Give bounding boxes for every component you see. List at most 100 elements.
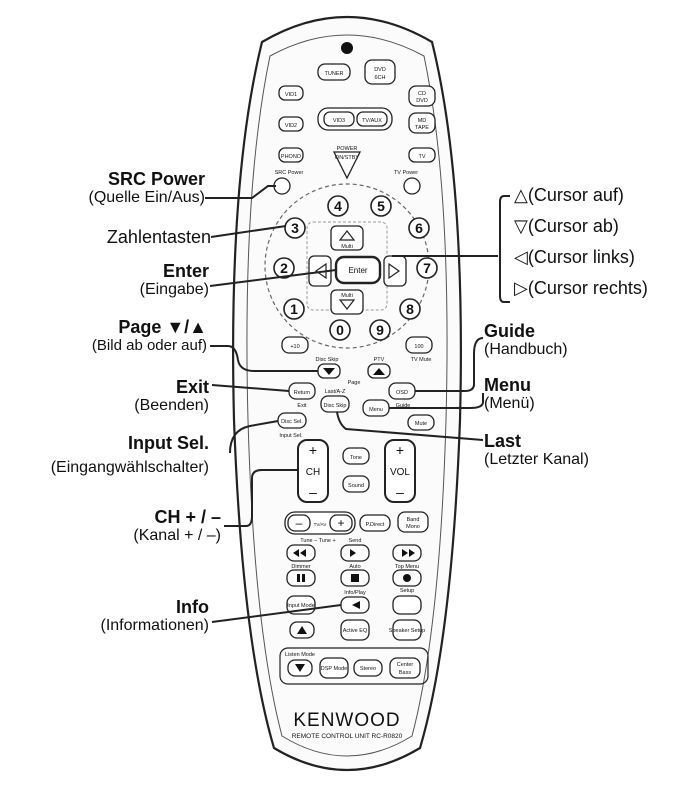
- ch-callout: CH + / – (Kanal + / –): [133, 508, 221, 544]
- plus10-button: [281, 336, 309, 354]
- exit-small-label: Exit: [297, 403, 307, 409]
- disc-sel-label: Disc Sel.: [281, 419, 303, 425]
- exit-callout: Exit (Beenden): [134, 378, 209, 414]
- number-label-4: 4: [334, 198, 342, 214]
- exit-leader: [211, 384, 290, 392]
- tone-label: Tone: [350, 455, 362, 461]
- tv-av-label: TV/AV: [314, 522, 327, 527]
- number-label-3: 3: [291, 220, 299, 236]
- vol-label: VOL: [390, 467, 410, 478]
- ch-minus-label: –: [309, 484, 317, 500]
- guide-subtitle: (Handbuch): [484, 341, 568, 358]
- dsp-mode-button: [319, 657, 349, 679]
- input-sel-small-label: Input Sel.: [279, 433, 303, 439]
- button-100: [405, 336, 433, 354]
- exit-title: Exit: [175, 377, 209, 397]
- tune-plus-label: +: [337, 516, 344, 530]
- cd-button: [408, 85, 436, 107]
- number-label-6: 6: [415, 220, 423, 236]
- page-title: Page ▼/▲: [118, 317, 207, 337]
- power-label: POWER: [337, 146, 358, 152]
- menu-subtitle: (Menü): [484, 395, 535, 412]
- tuner-label: TUNER: [325, 71, 344, 77]
- vol-minus-label: –: [396, 484, 404, 500]
- src-power-title: SRC Power: [107, 169, 205, 189]
- number-button-3: [284, 217, 306, 239]
- number-label-0: 0: [336, 322, 344, 338]
- last-title: Last: [484, 431, 522, 451]
- multi-up-label: Multi: [341, 244, 353, 250]
- menu-leader: [389, 393, 484, 409]
- cursor-down-callout: ▽(Cursor ab): [514, 216, 619, 236]
- power-button: [332, 151, 362, 180]
- tune-caption: Tune – Tune +: [300, 538, 335, 544]
- tv-power-button: [403, 177, 421, 195]
- md-label: MD: [418, 118, 427, 124]
- cursor-bracket: [499, 195, 510, 303]
- input-sel-subtitle: (Eingangwählschalter): [50, 459, 209, 476]
- vol-plus-label: +: [396, 442, 404, 458]
- info-play-label: Info/Play: [344, 590, 366, 596]
- cursor-right-button: [383, 255, 407, 287]
- menu-label: Menu: [369, 407, 383, 413]
- dvd-label: DVD: [374, 67, 386, 73]
- cd-label: CD: [418, 91, 426, 97]
- enter-title: Enter: [162, 261, 209, 281]
- src-power-leader: [205, 185, 276, 199]
- info-callout: Info (Informationen): [101, 598, 210, 634]
- tune-minus-label: –: [296, 516, 303, 530]
- ch-label: CH: [306, 467, 320, 478]
- number-label-1: 1: [290, 301, 298, 317]
- setup-button: [392, 595, 422, 615]
- band-label: Band: [407, 517, 420, 523]
- page-small-label: Page: [348, 380, 361, 386]
- ch-title: CH + / –: [154, 507, 221, 527]
- number-button-6: [408, 217, 430, 239]
- stereo-button: [353, 659, 383, 677]
- stereo-label: Stereo: [360, 666, 376, 672]
- enter-label: Enter: [348, 266, 367, 275]
- brand-logo: KENWOOD: [293, 710, 400, 731]
- md-button: [408, 112, 436, 134]
- input-sel-leader: [229, 420, 279, 454]
- mute-button: [407, 414, 435, 431]
- cursor-right-callout: ▷(Cursor rechts): [514, 278, 648, 298]
- page-up-icon: [373, 368, 385, 375]
- sound-label: Sound: [348, 483, 364, 489]
- input-sel-callout: Input Sel. (Eingangwählschalter): [51, 434, 209, 476]
- center-label: Center: [397, 662, 414, 668]
- tune-minus-button: [287, 514, 311, 532]
- guide-leader: [415, 337, 484, 392]
- active-eq-button: [340, 619, 370, 641]
- sound-button: [342, 475, 370, 493]
- auto-label: Auto: [349, 564, 360, 570]
- src-power-button: [273, 177, 291, 195]
- dimmer-label: Dimmer: [291, 564, 310, 570]
- enter-callout: Enter (Eingabe): [140, 262, 209, 298]
- ch-plus-label: +: [309, 442, 317, 458]
- tuner-button: [317, 63, 351, 81]
- model-label: REMOTE CONTROL UNIT RC-R0820: [292, 733, 403, 740]
- menu-callout: Menu (Menü): [484, 376, 535, 412]
- ir-sensor-icon: [341, 42, 353, 54]
- active-eq-label: Active EQ: [343, 628, 368, 634]
- last-subtitle: (Letzter Kanal): [484, 451, 589, 468]
- number-button-5: [370, 195, 392, 217]
- vid3-button: [323, 111, 355, 127]
- zahlentasten-callout: Zahlentasten: [106, 227, 211, 247]
- vid2-label: VID2: [285, 123, 297, 129]
- number-label-2: 2: [280, 260, 288, 276]
- src-power-subtitle: (Quelle Ein/Aus): [88, 189, 206, 206]
- listen-mode-frame: [279, 647, 429, 685]
- disc-skip-button: [320, 395, 350, 413]
- number-label-5: 5: [377, 198, 385, 214]
- number-button-9: [369, 319, 391, 341]
- p-direct-label: P.Direct: [366, 522, 385, 528]
- last-callout: Last (Letzter Kanal): [484, 432, 589, 468]
- cursor-up-callout: △(Cursor auf): [514, 185, 624, 205]
- cursor-left-callout: ◁(Cursor links): [514, 247, 635, 267]
- zahlentasten-leader: [210, 225, 287, 238]
- last-leader: [336, 411, 484, 441]
- tv-mute-label: TV Mute: [411, 357, 432, 363]
- info-subtitle: (Informationen): [100, 617, 210, 634]
